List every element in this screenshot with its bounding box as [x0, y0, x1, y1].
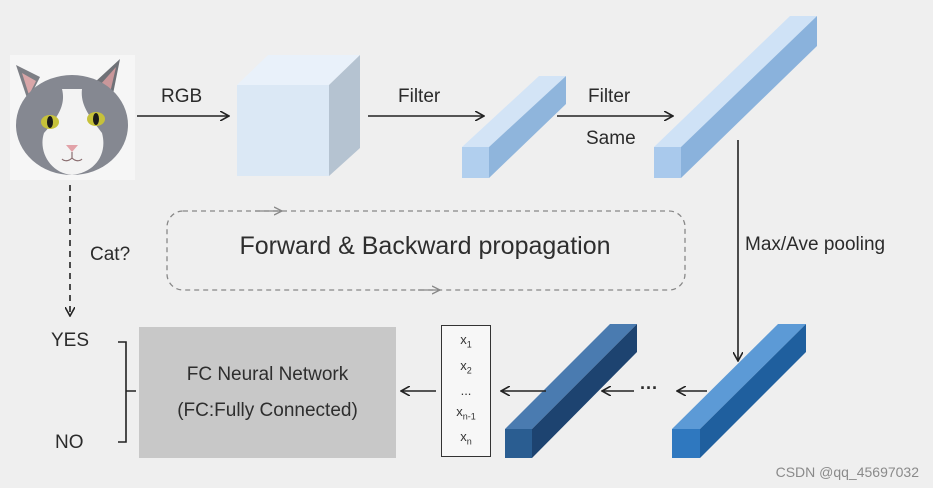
same-label: Same	[586, 128, 636, 149]
deep-feature-map	[505, 324, 637, 458]
vector-xn-1: xn-1	[456, 403, 476, 422]
yes-label: YES	[51, 330, 90, 351]
pooled-feature-map	[672, 324, 806, 458]
flatten-vector: x1 x2 ... xn-1 xn	[441, 325, 491, 457]
vector-x2: x2	[460, 357, 472, 376]
feature-map-1	[462, 76, 566, 178]
vector-ellipsis: ...	[460, 382, 472, 398]
cat-question-label: Cat?	[90, 244, 131, 265]
watermark: CSDN @qq_45697032	[775, 464, 919, 480]
no-label: NO	[55, 432, 84, 453]
propagation-label: Forward & Backward propagation	[239, 232, 611, 260]
ellipsis-label: ···	[640, 378, 658, 398]
yes-no-bracket	[118, 341, 136, 443]
rgb-label: RGB	[161, 86, 203, 107]
filter-label-1: Filter	[398, 86, 441, 107]
vector-x1: x1	[460, 332, 472, 350]
vector-xn: xn	[460, 429, 472, 447]
pooling-label: Max/Ave pooling	[745, 234, 886, 255]
filter-label-2: Filter	[588, 86, 631, 107]
fc-network-box: FC Neural Network (FC:Fully Connected)	[139, 327, 396, 458]
input-volume-cube	[237, 55, 360, 176]
propagation-box	[166, 210, 686, 291]
fc-title: FC Neural Network	[186, 363, 349, 385]
feature-map-2	[654, 16, 817, 178]
cat-image	[10, 55, 135, 180]
fc-subtitle: (FC:Fully Connected)	[177, 399, 358, 421]
